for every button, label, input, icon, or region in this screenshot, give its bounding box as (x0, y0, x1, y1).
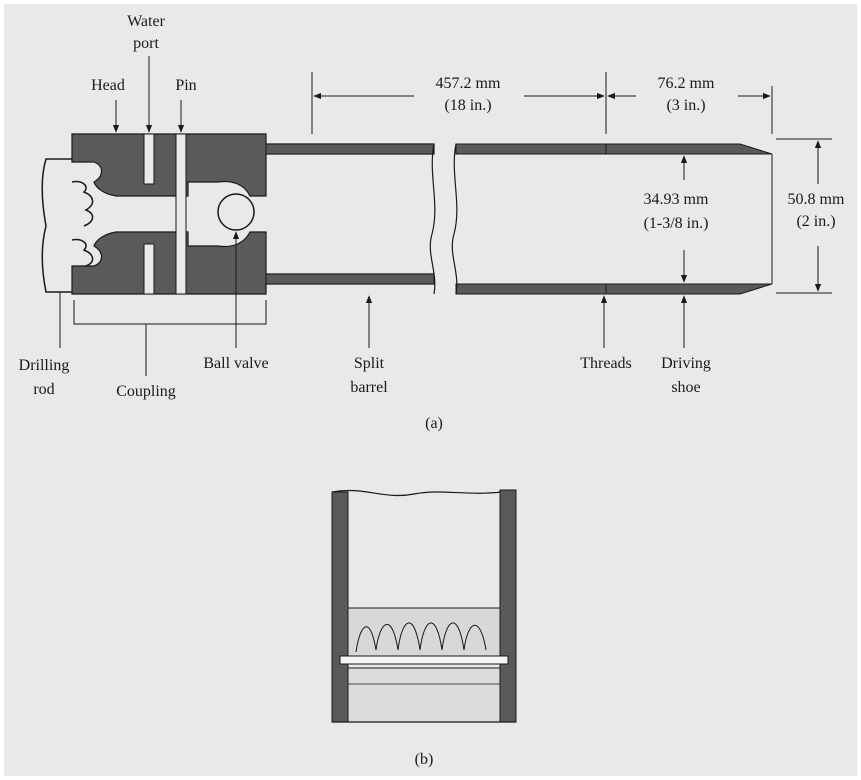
split-barrel-wall-bottom (265, 273, 435, 285)
break-line-left (429, 143, 436, 295)
label-coupling: Coupling (73, 300, 267, 400)
inner-dia-in: (1-3/8 in.) (644, 215, 709, 232)
svg-text:Split: Split (354, 355, 385, 372)
dimension-inner-diameter: 34.93 mm (1-3/8 in.) (644, 155, 709, 283)
coupling-upper (71, 133, 435, 197)
svg-text:port: port (133, 35, 159, 52)
svg-text:barrel: barrel (350, 379, 388, 396)
svg-text:Driving: Driving (661, 355, 711, 372)
svg-text:Water: Water (127, 13, 165, 30)
shoe-length-in: (3 in.) (666, 97, 705, 114)
core-catcher-break-line (331, 489, 515, 497)
break-line-right (451, 143, 458, 295)
dimension-shoe-length: 76.2 mm (3 in.) (607, 75, 773, 134)
tube-wall-left (331, 491, 349, 723)
label-threads: Threads (580, 295, 632, 372)
pin (175, 133, 187, 295)
svg-text:Threads: Threads (580, 355, 632, 372)
coupling-lower (71, 231, 435, 295)
water-port-lower (143, 243, 155, 295)
split-barrel-wall-top (265, 143, 435, 155)
svg-text:shoe: shoe (671, 379, 700, 396)
barrel-length-in: (18 in.) (444, 97, 491, 114)
sampler-assembly (41, 133, 773, 295)
label-head: Head (91, 77, 125, 133)
dimension-outer-diameter: 50.8 mm (2 in.) (776, 138, 845, 294)
split-barrel-wall-top-right (455, 143, 607, 155)
figure-panel: 457.2 mm (18 in.) 76.2 mm (3 in.) 34.93 … (4, 4, 857, 776)
caption-b: (b) (415, 751, 434, 768)
svg-text:Pin: Pin (175, 77, 196, 94)
split-barrel-wall-bottom-right (455, 283, 607, 295)
outer-dia-in: (2 in.) (796, 213, 835, 230)
tube-wall-right (499, 489, 517, 723)
bottom-liner (347, 667, 501, 723)
svg-text:rod: rod (33, 381, 54, 398)
outer-dia-mm: 50.8 mm (788, 191, 845, 208)
label-drilling-rod: Drilling rod (19, 292, 70, 398)
inner-dia-mm: 34.93 mm (644, 191, 709, 208)
label-pin: Pin (175, 77, 197, 133)
svg-text:Head: Head (91, 77, 125, 94)
spring-fingers (355, 622, 487, 653)
retaining-ring (339, 655, 509, 665)
driving-shoe-top (605, 143, 773, 155)
label-driving-shoe: Driving shoe (661, 295, 711, 396)
caption-a: (a) (425, 415, 443, 432)
rod-thread (71, 180, 94, 227)
svg-text:Coupling: Coupling (116, 383, 176, 400)
driving-shoe-bottom (605, 283, 773, 295)
ball-valve (217, 193, 255, 231)
barrel-length-mm: 457.2 mm (436, 75, 501, 92)
svg-text:Ball valve: Ball valve (203, 355, 268, 372)
label-ball-valve: Ball valve (203, 231, 269, 372)
drilling-rod (41, 158, 72, 293)
water-port-upper (143, 133, 155, 185)
label-water-port: Water port (127, 13, 166, 133)
core-catcher-diagram (331, 489, 517, 723)
shoe-length-mm: 76.2 mm (658, 75, 715, 92)
dimension-barrel-length: 457.2 mm (18 in.) (311, 72, 607, 134)
split-spoon-sampler-diagram: 457.2 mm (18 in.) 76.2 mm (3 in.) 34.93 … (19, 13, 845, 768)
label-split-barrel: Split barrel (350, 295, 388, 396)
svg-text:Drilling: Drilling (19, 357, 70, 374)
